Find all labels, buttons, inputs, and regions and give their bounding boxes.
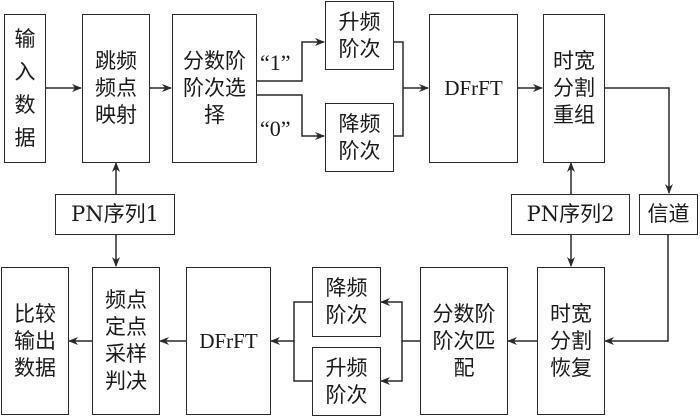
label-one: “1” [260, 50, 291, 75]
arrow-recombine-to-channel [604, 87, 673, 194]
arrow-channel-to-recover [604, 234, 669, 345]
arrow-split-to-down [380, 298, 403, 341]
down-order-box-bottom: 降频阶次 [312, 267, 381, 337]
tw-recover-box: 时宽分割恢复 [537, 267, 605, 415]
tw-recombine-box: 时宽分割重组 [543, 14, 605, 163]
up-order-box-top: 升频阶次 [325, 1, 394, 70]
line-orders-merge [293, 301, 312, 382]
pn1-box: PN序列1 [55, 194, 175, 235]
order-match-box: 分数阶阶次匹配 [420, 267, 508, 415]
down-order-box-top: 降频阶次 [325, 103, 394, 172]
dfrft-box-top: DFrFT [429, 14, 518, 163]
pn2-box: PN序列2 [511, 194, 630, 235]
arrow-select-to-up [256, 38, 325, 82]
decision-box: 频点定点采样判决 [92, 267, 160, 415]
arrow-split-to-up [380, 341, 403, 385]
dfrft-box-bottom: DFrFT [186, 267, 271, 415]
channel-box: 信道 [639, 194, 698, 235]
label-zero: “0” [260, 116, 291, 141]
arrow-select-to-down [256, 94, 325, 140]
compare-output-box: 比较输出数据 [1, 267, 69, 415]
up-order-box-bottom: 升频阶次 [312, 347, 381, 416]
line-up-to-merge [393, 41, 404, 137]
fh-mapping-box: 跳频频点映射 [82, 14, 150, 163]
order-select-box: 分数阶阶次选择 [172, 14, 257, 163]
input-data-box: 输入数据 [4, 14, 46, 163]
